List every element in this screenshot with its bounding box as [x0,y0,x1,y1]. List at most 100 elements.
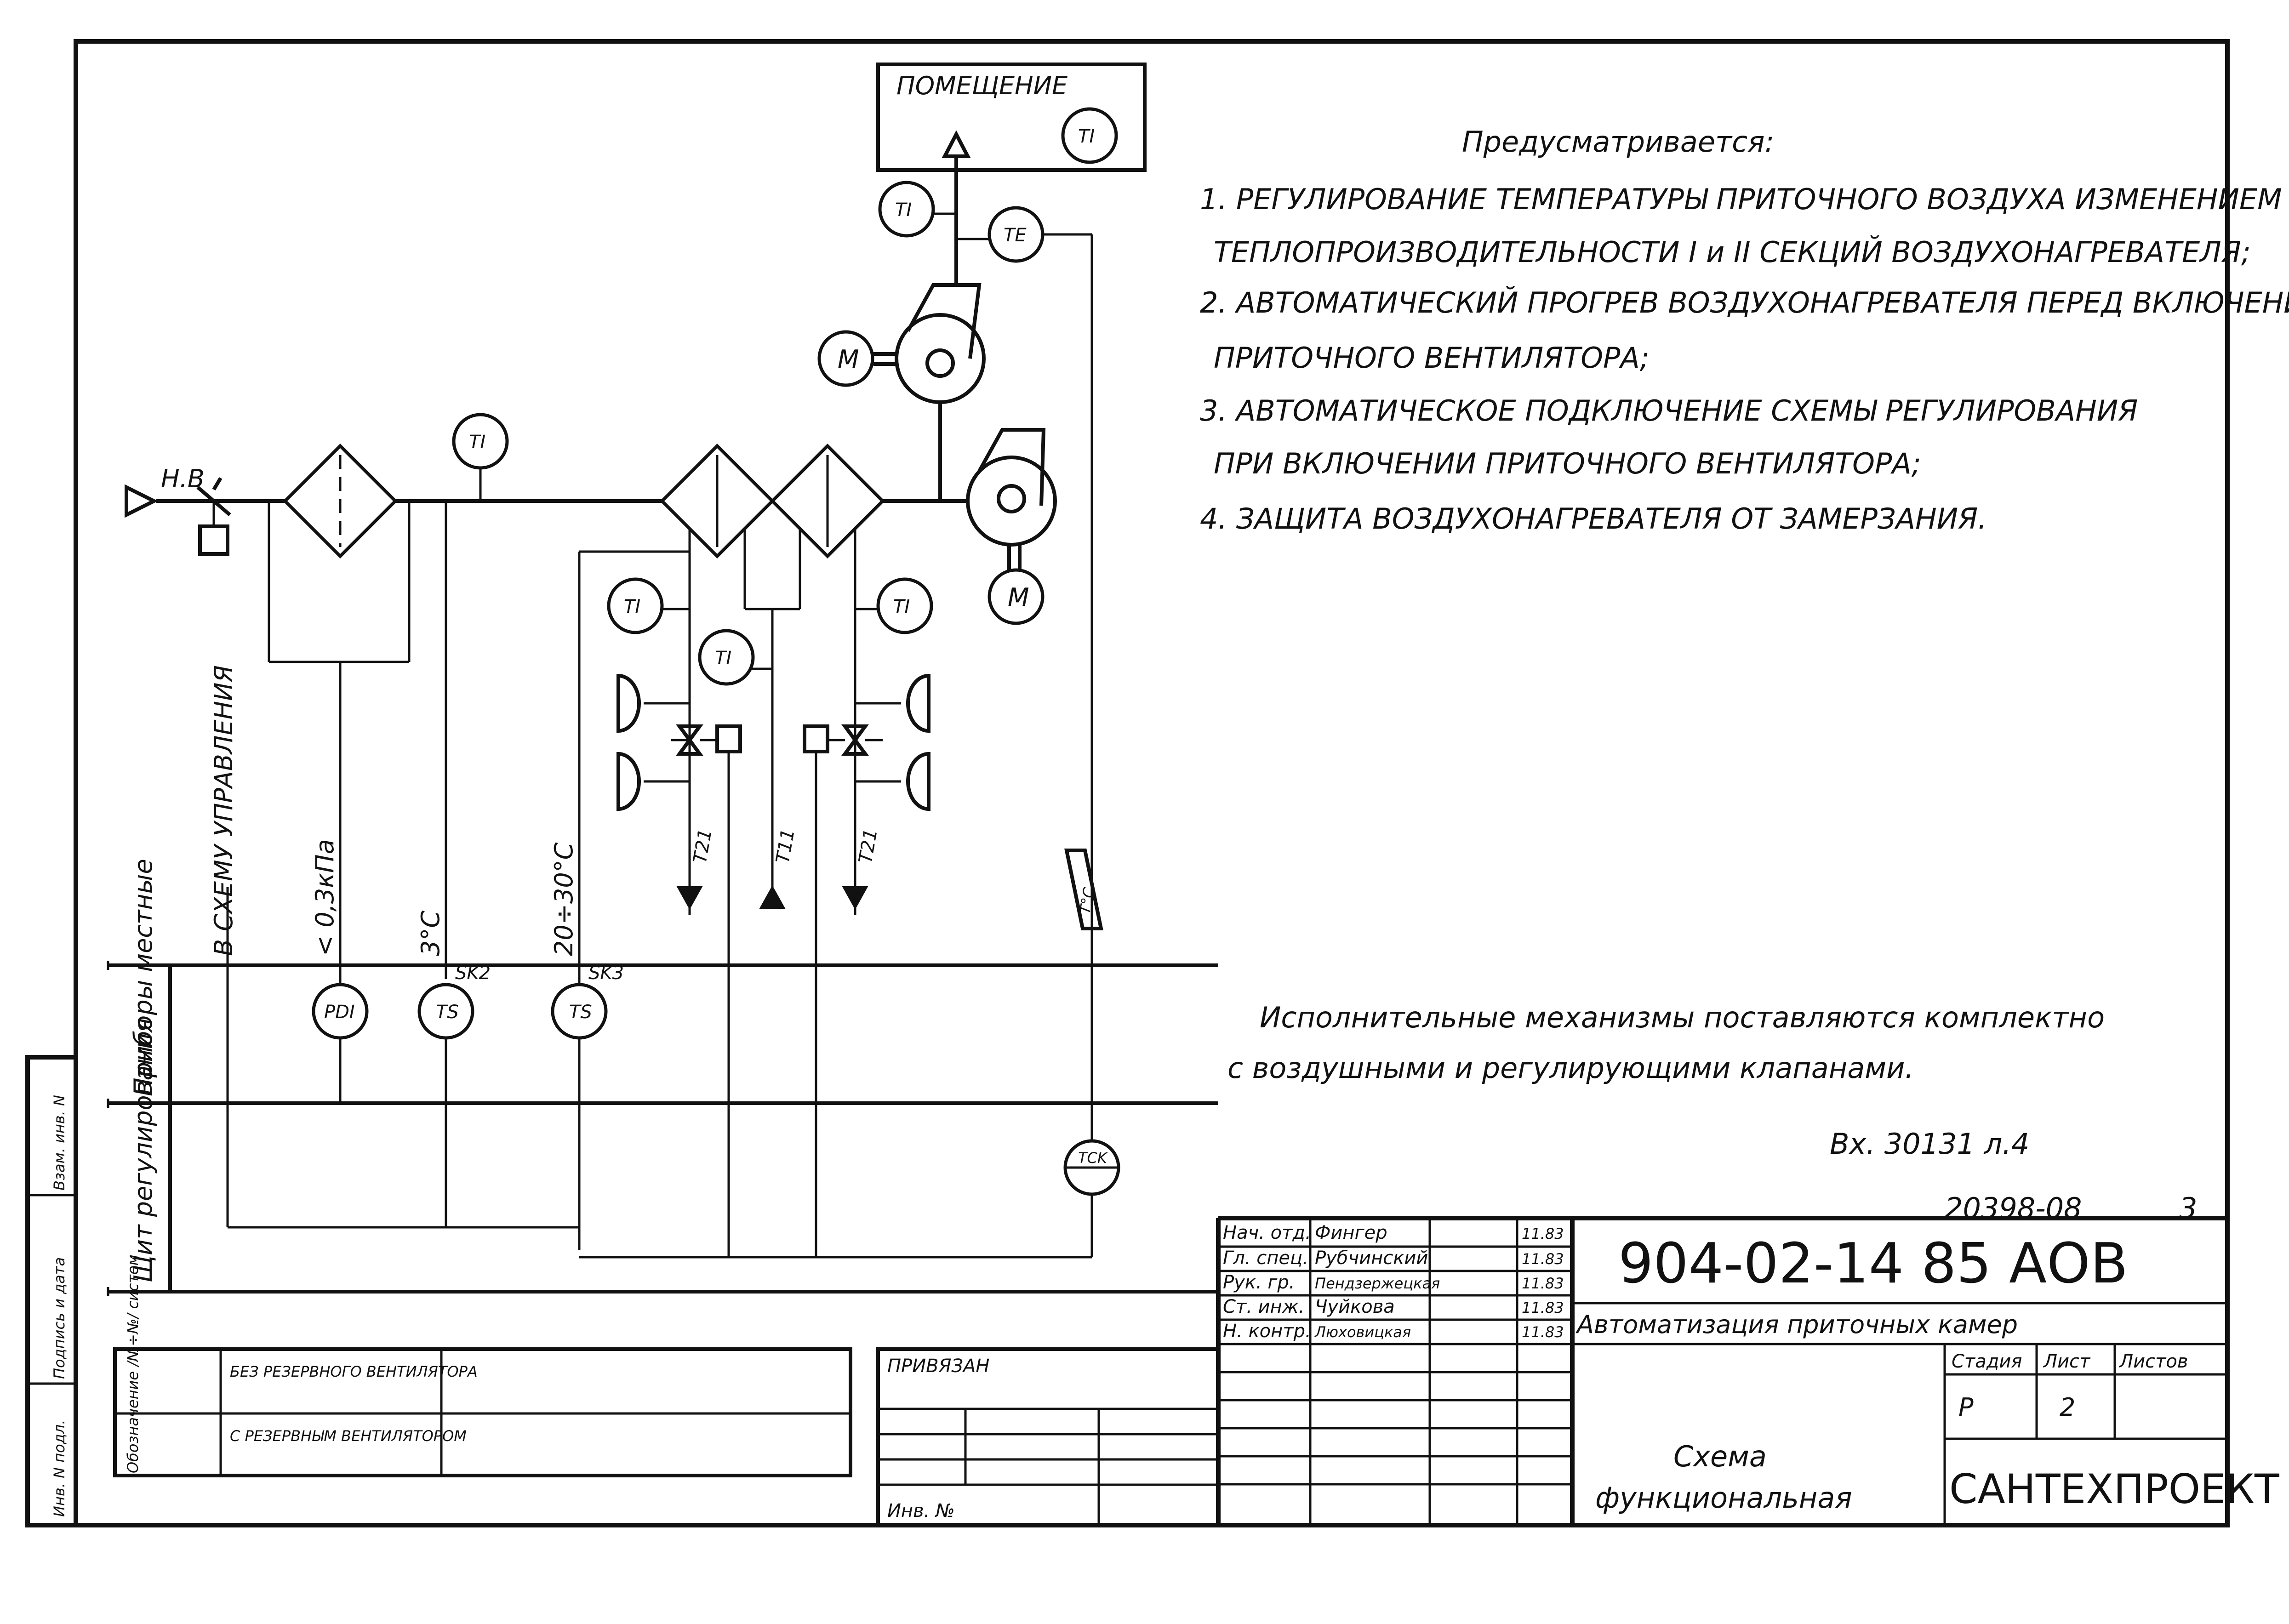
signer-role-3: Рук. гр. [1223,1272,1295,1293]
note-line-4: ПРИТОЧНОГО ВЕНТИЛЯТОРА; [1214,341,1650,375]
control-valve-2 [841,724,869,756]
signer-date-3: 11.83 [1522,1275,1564,1292]
note-line-1: 1. РЕГУЛИРОВАНИЕ ТЕМПЕРАТУРЫ ПРИТОЧНОГО … [1200,182,2282,216]
variant-row-2: С РЕЗЕРВНЫМ ВЕНТИЛЯТОРОМ [230,1427,467,1445]
note-line-7: 4. ЗАЩИТА ВОЗДУХОНАГРЕВАТЕЛЯ ОТ ЗАМЕРЗАН… [1200,502,1987,536]
margin-inv-original: Инв. N подл. [51,1420,68,1517]
damper-actuator [198,524,229,556]
signer-role-5: Н. контр. [1223,1321,1311,1342]
fan-1-motor-tag: M [838,345,859,374]
binding-block [876,1347,1220,1527]
company-name: САНТЕХПРОЕКТ [1949,1465,2280,1513]
fan-2-motor-tag: M [1008,583,1029,612]
valve-1-actuator [715,724,742,753]
thermostat-label: T°C [1076,886,1098,915]
margin-sign-date: Подпись и дата [51,1257,68,1379]
instrument-bands [107,961,1218,1296]
supply-fan-1 [895,283,986,404]
temp-20-30-label: 20÷30°C [549,842,578,956]
variant-row-1: БЕЗ РЕЗЕРВНОГО ВЕНТИЛЯТОРА [230,1363,478,1380]
supply-water-arrow-1 [676,886,703,910]
margin-inv-replacement: Взам. инв. N [51,1095,68,1191]
binding-header: ПРИВЯЗАН [887,1356,989,1377]
return-ti-instrument [698,629,755,686]
diaphragm-actuator-1 [616,673,641,733]
signer-role-4: Ст. инж. [1223,1296,1305,1317]
stage-value: Р [1958,1393,1974,1422]
project-title: Автоматизация приточных камер [1575,1310,2018,1339]
inventory-note: Вх. 30131 л.4 [1830,1127,2029,1161]
sheet-header: Лист [2043,1351,2091,1372]
notes-title: Предусматривается: [1462,125,1774,159]
heater-2-ti-instrument [876,577,933,634]
stage-header: Стадия [1952,1351,2022,1372]
diaphragm-actuator-3 [906,673,930,733]
damper-label: Н.В [161,464,205,493]
valve-2-actuator [803,724,829,753]
t11-label: T11 [772,827,799,865]
signer-role-2: Гл. спец. [1223,1248,1308,1269]
fan-1-motor [817,330,874,387]
fan-2-motor [988,568,1045,625]
diaphragm-actuator-2 [616,752,641,811]
duct-ti-instrument [452,413,509,470]
supply-ti-instrument [878,181,935,238]
supply-ti-tag: TI [895,199,912,221]
variants-block [113,1347,852,1477]
t21-left-label: T21 [690,827,716,865]
control-valve-1 [676,724,703,756]
diaphragm-actuator-4 [906,752,930,811]
signer-name-1: Фингер [1315,1222,1387,1243]
variants-header: Обозначение /№÷№/ систем [124,1254,142,1473]
sk3-label: SK3 [588,963,624,984]
reference-number: 20398-08 [1945,1191,2082,1225]
return-ti-tag: TI [715,648,731,669]
room-label: ПОМЕЩЕНИЕ [896,71,1068,100]
sheet-value: 2 [2060,1393,2075,1422]
tck-tag: TCK [1078,1149,1108,1167]
sk2-label: SK2 [455,963,491,984]
signer-date-1: 11.83 [1522,1225,1564,1242]
signer-date-2: 11.83 [1522,1250,1564,1268]
signer-name-3: Пендзержецкая [1315,1275,1440,1292]
duct-ti-tag: TI [469,432,485,453]
heater-2-ti-tag: TI [893,596,910,617]
room-box: ПОМЕЩЕНИЕ TI [876,63,1147,172]
note-line-6: ПРИ ВКЛЮЧЕНИИ ПРИТОЧНОГО ВЕНТИЛЯТОРА; [1214,447,1921,480]
supply-fan-2 [966,428,1057,547]
signer-name-5: Люховицкая [1314,1323,1411,1341]
note-line-2: ТЕПЛОПРОИЗВОДИТЕЛЬНОСТИ I и II СЕКЦИЙ ВО… [1214,235,2251,269]
drawing-code: 904-02-14 85 АОВ [1618,1232,2128,1296]
control-scheme-label: В СХЕМУ УПРАВЛЕНИЯ [209,665,238,956]
frost-thermostat [1064,849,1103,930]
supply-te-tag: TE [1004,225,1027,246]
heater-1-ti-tag: TI [624,596,640,617]
side-label-panel: Щит регулирования [129,1018,158,1282]
signer-name-4: Чуйкова [1315,1296,1395,1317]
signer-date-4: 11.83 [1522,1299,1564,1316]
binding-inv: Инв. № [887,1500,955,1521]
ts-sk2-tag: TS [436,1002,459,1023]
note-line-5: 3. АВТОМАТИЧЕСКОЕ ПОДКЛЮЧЕНИЕ СХЕМЫ РЕГУ… [1200,394,2138,427]
sheet-title-2: функциональная [1595,1481,1852,1515]
supply-outlet-arrow [942,130,971,158]
actuators-note-1: Исполнительные механизмы поставляются ко… [1260,1001,2105,1034]
actuators-note-2: с воздушными и регулирующими клапанами. [1227,1051,1914,1085]
t21-right-label: T21 [855,827,882,865]
side-label-local-devices: Приборы местные [129,859,158,1096]
intake-arrow [125,484,158,518]
sheet-title-1: Схема [1673,1440,1767,1473]
room-ti-instrument [1061,107,1118,164]
sheet-corner-number: 3 [2179,1191,2197,1225]
pdi-tag: PDI [324,1002,355,1023]
room-ti-tag: TI [1078,126,1095,147]
ts-sk3-tag: TS [569,1002,592,1023]
supply-water-arrow-2 [842,886,868,910]
note-line-3: 2. АВТОМАТИЧЕСКИЙ ПРОГРЕВ ВОЗДУХОНАГРЕВА… [1200,285,2289,319]
temp-3-label: 3°C [416,911,445,956]
heater-1-ti-instrument [607,577,664,634]
signer-role-1: Нач. отд. [1223,1222,1311,1243]
sheets-header: Листов [2118,1351,2188,1372]
pressure-label: < 0,3кПа [310,839,339,956]
